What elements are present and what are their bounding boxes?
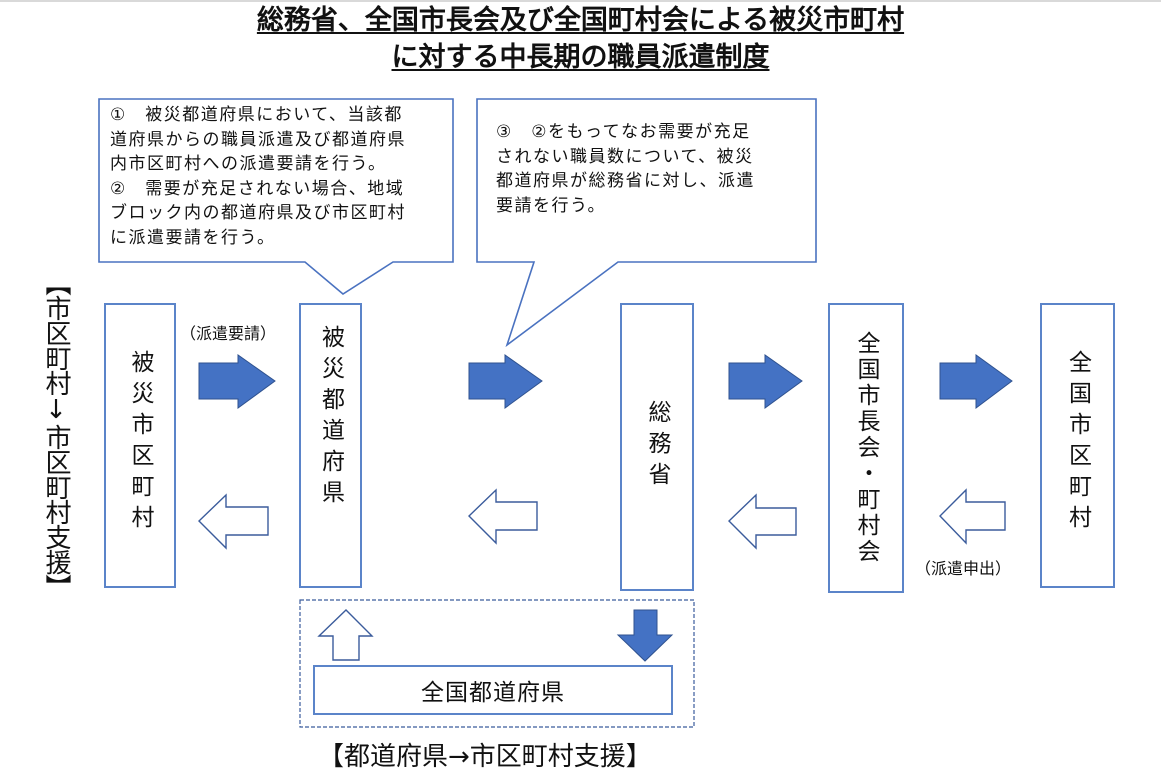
- callout-1-line: ② 需要が充足されない場合、地域: [110, 178, 405, 199]
- node-mic: 総務省: [620, 303, 694, 591]
- up-outline-arrow: [317, 609, 374, 661]
- node-all-municipalities: 全国市区町村: [1040, 303, 1115, 588]
- title-text-1: 総務省、全国市長会及び全国町村会による被災市町村: [256, 5, 905, 36]
- callout-2-text: ③ ②をもってなお需要が充足 されない職員数について、被災 都道府県が総務省に対…: [496, 120, 755, 218]
- node-all-prefectures: 全国都道府県: [313, 665, 673, 715]
- callout-1-line: ① 被災都道府県において、当該都: [110, 105, 403, 125]
- callout-2-line: ③ ②をもってなお需要が充足: [496, 122, 751, 142]
- node-affected-prefecture: 被災都道府県: [299, 303, 362, 588]
- node-label: 被災市区町村: [127, 350, 153, 536]
- callout-2-shape: [476, 98, 817, 348]
- node-affected-municipality: 被災市区町村: [104, 303, 176, 588]
- callout-2-line: されない職員数について、被災: [496, 146, 754, 167]
- request-arrow-2: [468, 354, 543, 409]
- title-line-2: に対する中長期の職員派遣制度: [0, 42, 1161, 74]
- callout-1-shape: [98, 98, 454, 295]
- node-mayors-association: 全国市長会・町村会: [828, 303, 904, 593]
- dispatch-request-label: （派遣要請）: [180, 324, 277, 343]
- callout-1-line: 道府県からの職員派遣及び都道府県: [110, 129, 406, 150]
- title-line-1: 総務省、全国市長会及び全国町村会による被災市町村: [0, 5, 1161, 37]
- request-arrow-1: [198, 354, 276, 409]
- request-arrow-3: [728, 354, 803, 409]
- municipality-support-label: 【市区町村↓市区町村支援】: [41, 270, 71, 599]
- node-label: 総務省: [644, 400, 670, 493]
- dispatch-arrow-4: [939, 488, 1006, 545]
- callout-2-line: 要請を行う。: [496, 195, 606, 216]
- callout-1-line: に派遣要請を行う。: [110, 227, 276, 248]
- prefecture-support-label: 【都道府県→市区町村支援】: [318, 742, 652, 772]
- node-label: 全国市区町村: [1064, 350, 1091, 536]
- callout-1-text: ① 被災都道府県において、当該都 道府県からの職員派遣及び都道府県 内市区町村へ…: [110, 103, 406, 250]
- node-label: 全国都道府県: [421, 680, 565, 706]
- node-label: 被災都道府県: [317, 325, 344, 511]
- node-label: 全国市長会・町村会: [853, 331, 879, 565]
- dispatch-arrow-2: [468, 488, 538, 545]
- dispatch-arrow-1: [198, 493, 269, 550]
- dispatch-offer-label: （派遣申出）: [915, 559, 1012, 578]
- top-border: [0, 0, 1161, 2]
- callout-1-line: 内市区町村への派遣要請を行う。: [110, 154, 387, 174]
- request-arrow-4: [939, 354, 1013, 409]
- dispatch-arrow-3: [728, 493, 797, 550]
- callout-1-line: ブロック内の都道府県及び市区町村: [110, 203, 406, 223]
- prefecture-group-dashed-border: [299, 599, 695, 728]
- down-filled-arrow: [616, 609, 674, 662]
- callout-2-line: 都道府県が総務省に対し、派遣: [496, 171, 755, 191]
- title-text-2: に対する中長期の職員派遣制度: [391, 42, 770, 73]
